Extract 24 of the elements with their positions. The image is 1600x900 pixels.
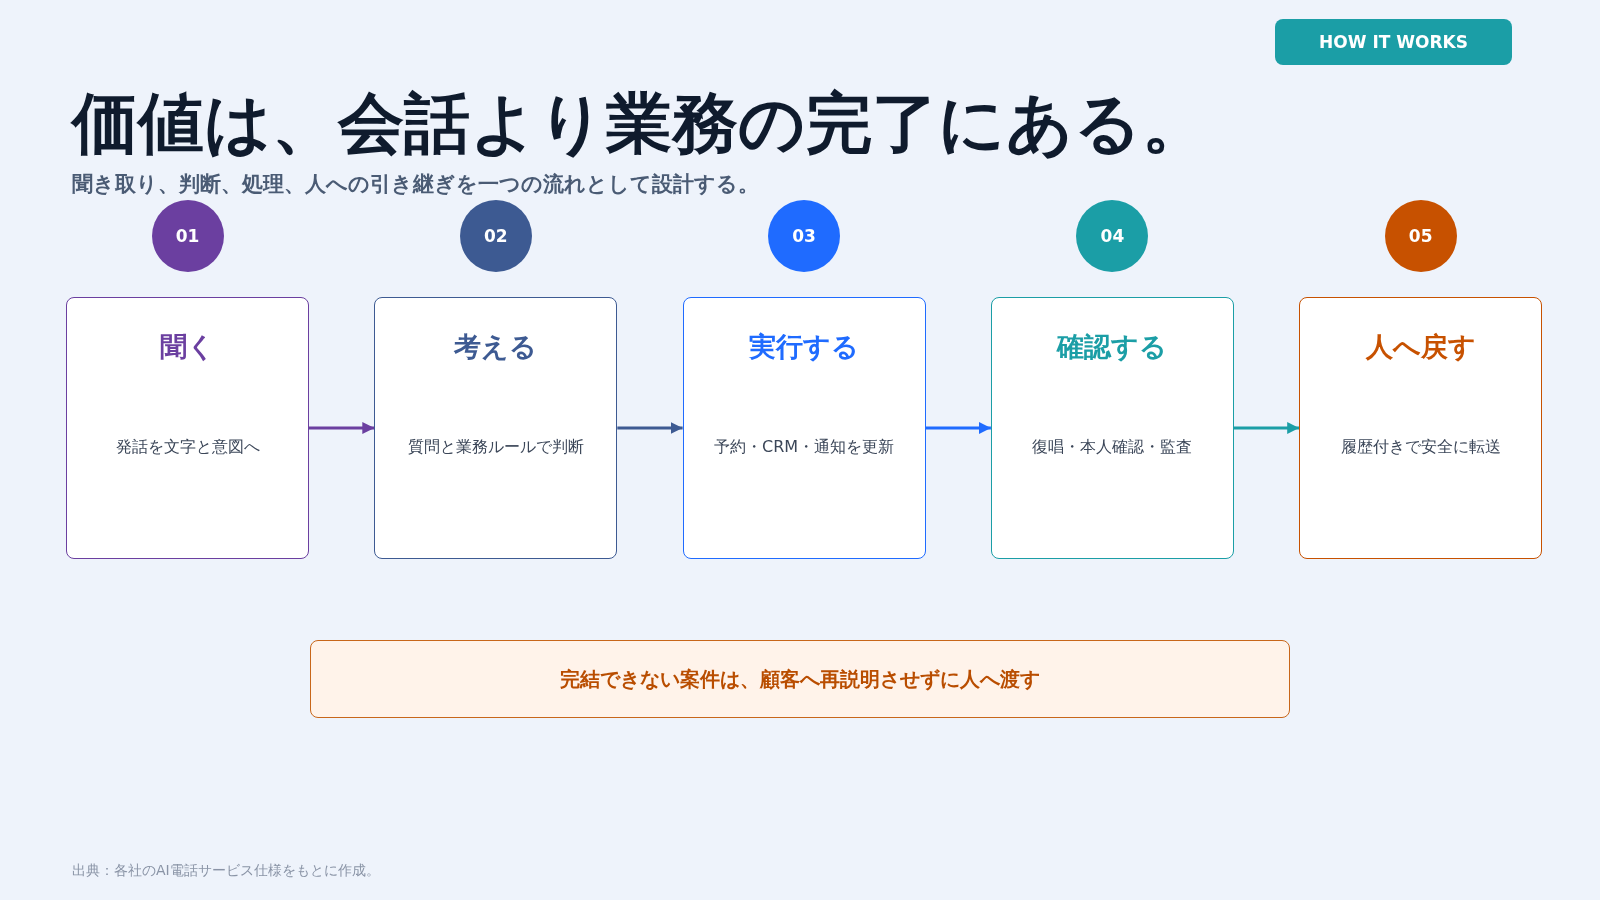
badge: HOW IT WORKS (1275, 19, 1512, 65)
step-description: 履歴付きで安全に転送 (1339, 436, 1502, 458)
step-heading: 確認する (1055, 330, 1169, 364)
title: 価値は、会話より業務の完了にある。 (72, 84, 1208, 164)
step-heading: 考える (453, 330, 539, 364)
step-number: 02 (459, 200, 532, 272)
step-description: 質問と業務ルールで判断 (406, 436, 585, 458)
subtitle: 聞き取り、判断、処理、人への引き継ぎを一つの流れとして設計する。 (72, 171, 759, 198)
step-heading: 聞く (159, 330, 216, 364)
step-number: 04 (1076, 200, 1149, 272)
step-description: 復唱・本人確認・監査 (1031, 436, 1194, 458)
step-description: 予約・CRM・通知を更新 (713, 436, 896, 458)
step-number: 03 (768, 200, 841, 272)
arrow (617, 422, 683, 434)
callout-box: 完結できない案件は、顧客へ再説明させずに人へ渡す (310, 640, 1290, 718)
step-number: 05 (1384, 200, 1457, 272)
arrow (925, 422, 991, 434)
step-heading: 人へ戻す (1364, 330, 1477, 364)
step-description: 発話を文字と意図へ (114, 436, 261, 458)
source-note: 出典：各社のAI電話サービス仕様をもとに作成。 (72, 861, 380, 880)
step-heading: 実行する (748, 330, 861, 364)
step-number: 01 (151, 200, 224, 272)
arrow (1233, 422, 1300, 434)
arrow (309, 422, 375, 434)
